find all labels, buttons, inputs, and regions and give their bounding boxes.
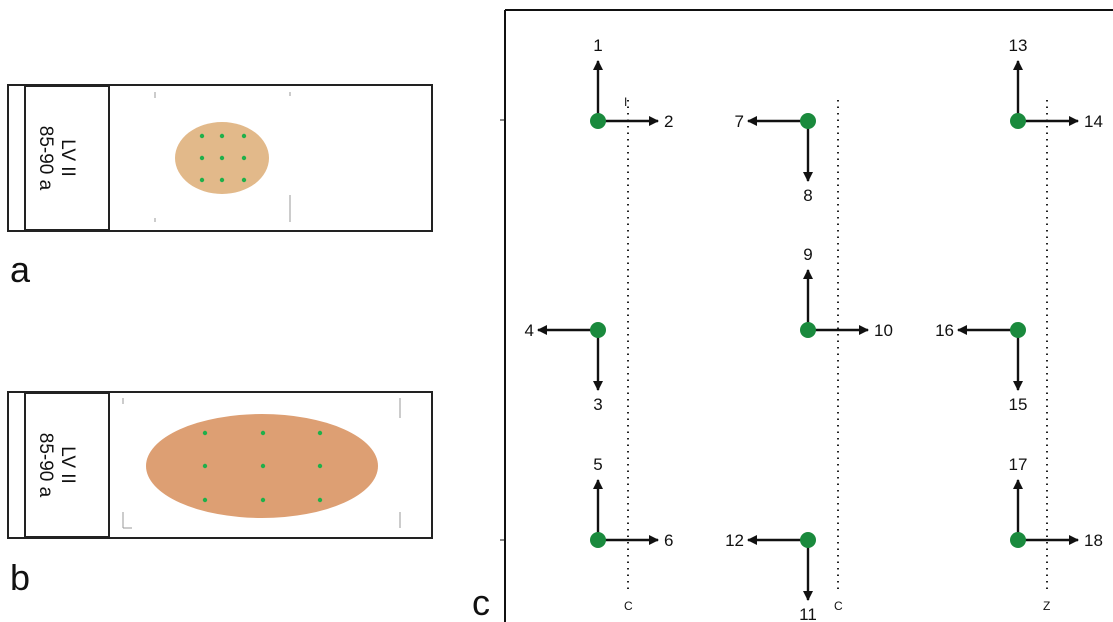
guide-mark-2: C (624, 599, 633, 613)
arrow-number: 18 (1084, 531, 1103, 550)
slide-a-label-line1: LV II (57, 139, 78, 177)
measurement-point (590, 113, 606, 129)
arrow-number: 5 (593, 455, 602, 474)
arrow-number: 6 (664, 531, 673, 550)
arrow-number: 16 (935, 321, 954, 340)
measurement-point (800, 113, 816, 129)
arrow-number: 14 (1084, 112, 1103, 131)
slide-a-label-area (24, 85, 110, 231)
measurement-point (1010, 322, 1026, 338)
slide-a-dot (199, 177, 205, 183)
arrow-number: 9 (803, 245, 812, 264)
slide-b-dot (202, 497, 208, 503)
arrow-number: 11 (799, 605, 817, 622)
slide-b-label-line2: 85-90 a (35, 433, 56, 498)
slide-a-dot (219, 177, 225, 183)
measurement-point (800, 322, 816, 338)
measurement-point (590, 532, 606, 548)
arrow-number: 1 (593, 36, 602, 55)
guide-mark-4: Z (1043, 599, 1050, 613)
slide-a-dot (219, 133, 225, 139)
measurement-point (1010, 113, 1026, 129)
measurement-point (590, 322, 606, 338)
slide-b-dot (317, 430, 323, 436)
arrow-number: 8 (803, 186, 812, 205)
arrow-number: 15 (1009, 395, 1028, 414)
slide-b-dot (317, 463, 323, 469)
dotted-guide-lines (627, 100, 1048, 590)
slide-b-dot (260, 463, 266, 469)
slide-b-dot (260, 430, 266, 436)
arrow-number: 17 (1009, 455, 1028, 474)
guide-mark-1: I (624, 95, 627, 109)
measurement-point (800, 532, 816, 548)
measurement-point (1010, 532, 1026, 548)
arrow-number: 4 (525, 321, 534, 340)
panel-label-c: c (472, 582, 490, 622)
arrow-number: 2 (664, 112, 673, 131)
measurement-arrows (537, 60, 1079, 601)
slide-b-dot (317, 497, 323, 503)
measurement-points (590, 113, 1026, 548)
slide-a-dot (199, 133, 205, 139)
slide-a: LV II 85-90 a (7, 84, 433, 232)
slide-a-dot (241, 177, 247, 183)
slide-b-dot (202, 430, 208, 436)
slide-b: LV II 85-90 a (7, 391, 433, 539)
panel-label-b: b (10, 557, 30, 598)
slide-a-dot (199, 155, 205, 161)
slide-b-dot (202, 463, 208, 469)
slide-b-label-area (24, 392, 110, 538)
slide-b-label-line1: LV II (57, 446, 78, 484)
slide-a-dot (219, 155, 225, 161)
slide-a-dots (199, 133, 247, 183)
slide-b-dots (202, 430, 323, 503)
arrow-number: 10 (874, 321, 893, 340)
panel-label-a: a (10, 249, 31, 290)
arrow-number: 12 (725, 531, 744, 550)
slide-a-dot (241, 133, 247, 139)
slide-a-dot (241, 155, 247, 161)
arrow-number: 13 (1009, 36, 1028, 55)
arrow-number: 3 (593, 395, 602, 414)
arrow-number: 7 (735, 112, 744, 131)
guide-mark-3: C (834, 599, 843, 613)
slide-b-dot (260, 497, 266, 503)
slide-a-label-line2: 85-90 a (35, 126, 56, 191)
